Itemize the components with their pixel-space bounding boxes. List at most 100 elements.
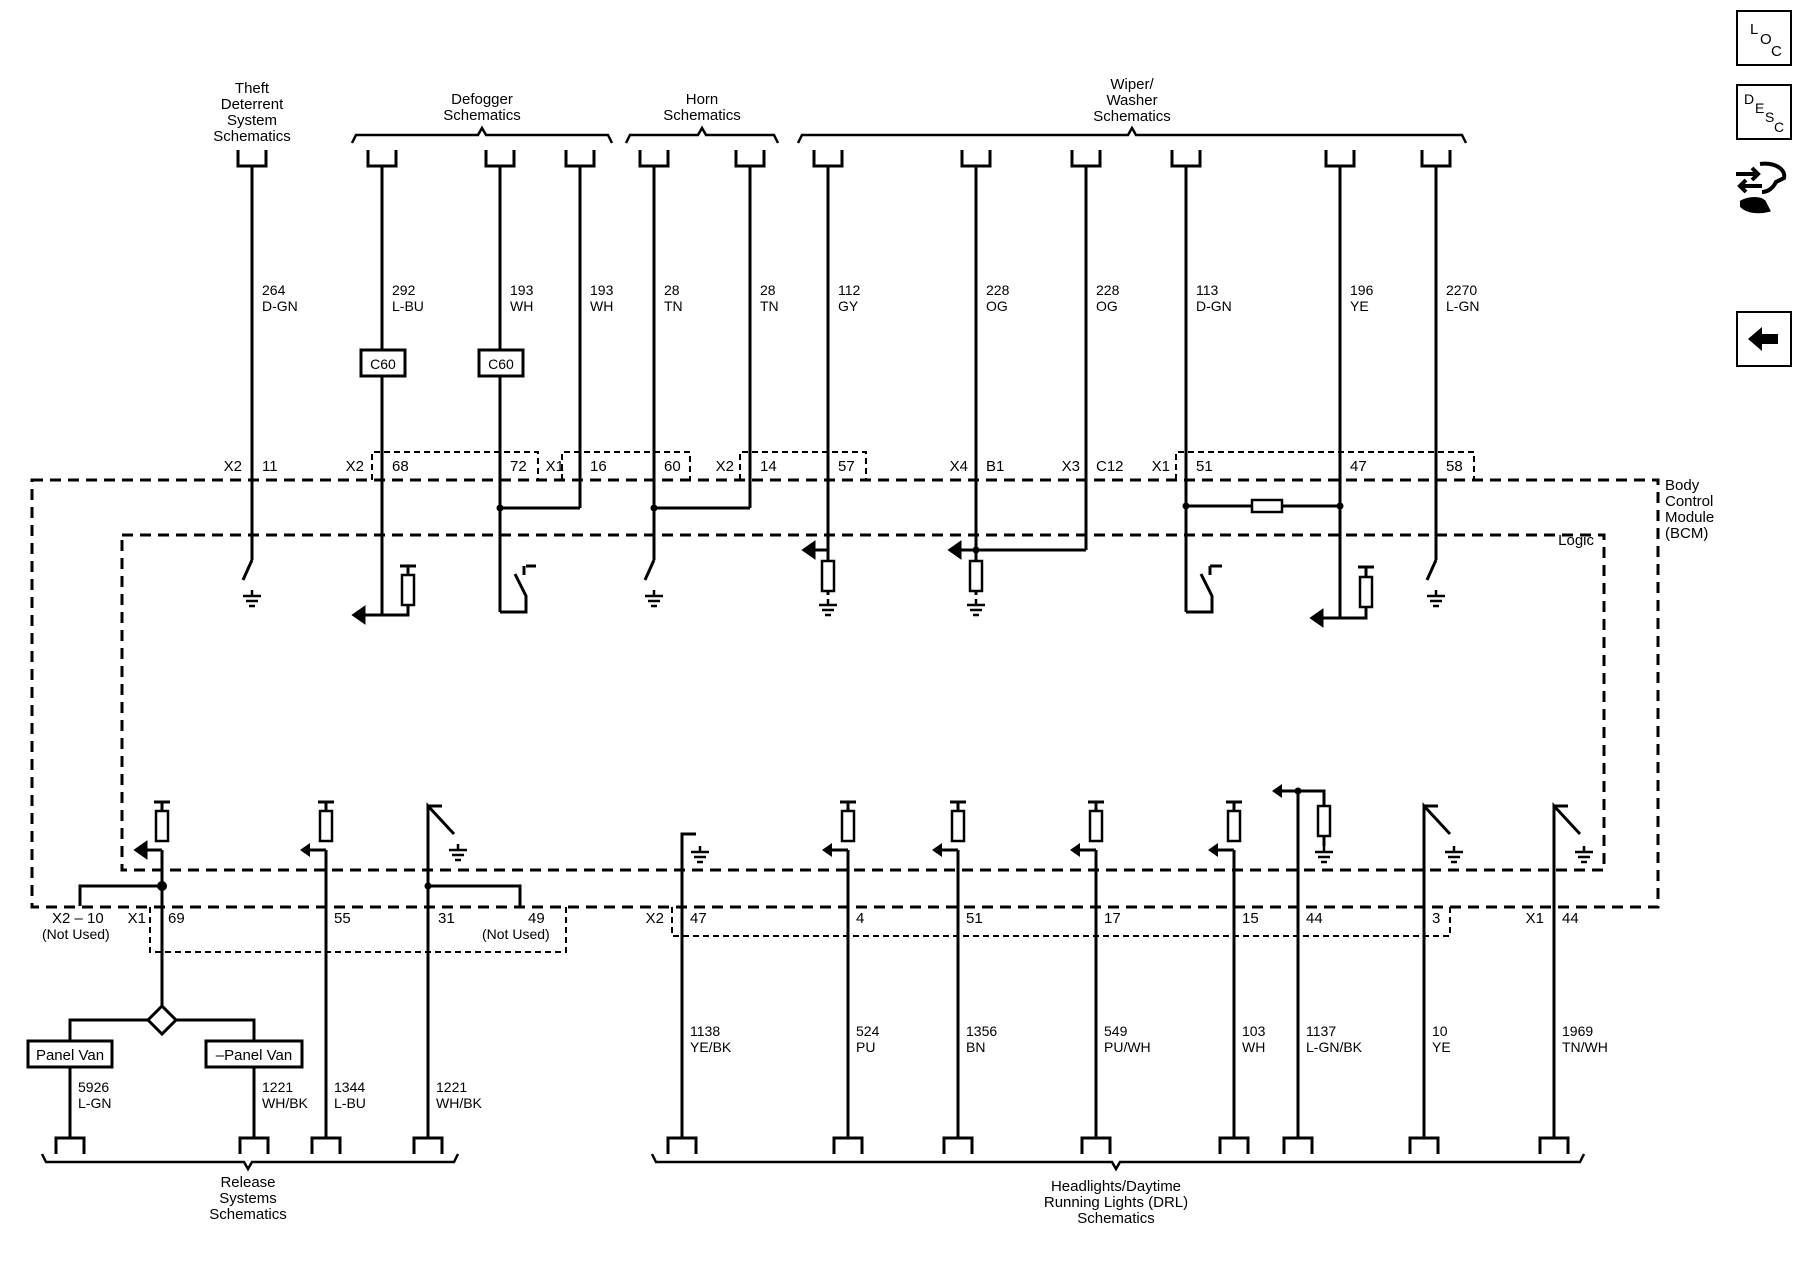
bottom-left-pins: X2 – 10 (Not Used) X1 69 55 31 49 (Not U… (42, 910, 550, 942)
wire-193-a: 193 WH C60 72 (477, 148, 534, 612)
internal-pullup-292 (351, 564, 416, 625)
connector-x2-bottom: X2 (646, 910, 664, 927)
svg-text:1344: 1344 (334, 1079, 365, 1095)
option-no-panel-van: –Panel Van (204, 1039, 304, 1069)
wire-bottom-69 (78, 800, 170, 1000)
back-arrow-icon (1748, 327, 1778, 351)
diagnostic-button[interactable] (1732, 158, 1792, 218)
wire-1221-b: 1221 WH/BK (412, 802, 522, 1156)
svg-text:193: 193 (510, 282, 534, 298)
svg-text:BN: BN (966, 1039, 985, 1055)
option-panel-van: Panel Van (26, 1039, 114, 1069)
svg-text:B1: B1 (986, 458, 1004, 475)
svg-text:Control: Control (1665, 493, 1713, 510)
connector-shell-x1-top (561, 451, 691, 480)
wire-103: 15 103 WH (1208, 800, 1266, 1156)
wire-28-a: 28 TN 60 (638, 148, 683, 560)
wire-1138: 47 1138 YE/BK (666, 832, 732, 1156)
wire-196: 196 YE 47 (1324, 148, 1374, 618)
svg-text:C60: C60 (370, 356, 396, 372)
bcm-label: Body Control Module (BCM) (1665, 477, 1714, 542)
svg-text:E: E (1755, 100, 1764, 116)
svg-text:System: System (227, 112, 277, 129)
wire-113: 113 D-GN X1 51 (1152, 148, 1232, 612)
option-splitter (68, 1000, 256, 1041)
svg-text:1138: 1138 (690, 1023, 720, 1039)
svg-text:X1: X1 (1152, 458, 1170, 475)
internal-pulldown-228 (947, 540, 987, 617)
horn-brace (624, 125, 780, 144)
svg-text:Schematics: Schematics (1077, 1210, 1155, 1227)
svg-text:47: 47 (690, 910, 707, 927)
internal-switch-113 (1186, 564, 1222, 614)
internal-switch-264 (241, 559, 263, 608)
wire-112: 112 GY 57 (812, 148, 861, 595)
svg-text:11: 11 (262, 458, 278, 475)
connector-shell-x2-top-b (739, 451, 867, 480)
defogger-label: Defogger Schematics (443, 91, 521, 124)
internal-pulldown-112 (801, 540, 839, 617)
svg-text:TN: TN (664, 298, 683, 314)
svg-text:Washer: Washer (1106, 92, 1157, 109)
svg-text:193: 193 (590, 282, 614, 298)
wire-1344: 1344 L-BU (300, 800, 366, 1156)
defogger-brace (350, 125, 614, 144)
svg-text:10: 10 (1432, 1023, 1448, 1039)
svg-text:WH: WH (1242, 1039, 1265, 1055)
svg-text:60: 60 (664, 458, 681, 475)
svg-text:(Not Used): (Not Used) (42, 926, 110, 942)
svg-text:1221: 1221 (436, 1079, 467, 1095)
svg-text:Horn: Horn (686, 91, 719, 108)
svg-text:1356: 1356 (966, 1023, 997, 1039)
wire-549: 17 549 PU/WH (1070, 800, 1151, 1156)
horn-label: Horn Schematics (663, 91, 741, 124)
svg-text:D-GN: D-GN (1196, 298, 1232, 314)
headlights-drl-label: Headlights/Daytime Running Lights (DRL) … (1044, 1178, 1188, 1227)
svg-text:S: S (1765, 109, 1774, 125)
svg-text:112: 112 (838, 282, 861, 298)
svg-text:C60: C60 (488, 356, 514, 372)
svg-text:YE: YE (1432, 1039, 1451, 1055)
connector-shell-x1-top-b (1175, 451, 1475, 480)
svg-text:44: 44 (1306, 910, 1323, 927)
svg-text:Defogger: Defogger (451, 91, 513, 108)
svg-text:X4: X4 (950, 458, 968, 475)
svg-text:X2: X2 (716, 458, 734, 475)
svg-text:GY: GY (838, 298, 859, 314)
svg-text:Systems: Systems (219, 1190, 277, 1207)
svg-text:68: 68 (392, 458, 409, 475)
svg-text:1221: 1221 (262, 1079, 293, 1095)
svg-text:(Not Used): (Not Used) (482, 926, 550, 942)
description-button[interactable]: D E S C (1736, 84, 1792, 140)
wire-10: 3 10 YE (1408, 802, 1465, 1156)
headlights-brace (650, 1153, 1586, 1172)
connector-shell-x2-bottom (671, 907, 1451, 937)
wire-1356: 51 1356 BN (932, 800, 997, 1156)
svg-text:5926: 5926 (78, 1079, 109, 1095)
wire-1221-a: 1221 WH/BK (238, 1067, 309, 1156)
svg-text:2270: 2270 (1446, 282, 1477, 298)
svg-text:549: 549 (1104, 1023, 1128, 1039)
wire-228-a: 228 OG X4 B1 (950, 148, 1010, 595)
svg-text:L-GN/BK: L-GN/BK (1306, 1039, 1363, 1055)
svg-text:55: 55 (334, 910, 351, 927)
svg-text:58: 58 (1446, 458, 1463, 475)
svg-text:16: 16 (590, 458, 607, 475)
svg-text:O: O (1760, 31, 1772, 48)
internal-switch-2270 (1425, 559, 1447, 608)
svg-text:Deterrent: Deterrent (221, 96, 284, 113)
svg-text:228: 228 (1096, 282, 1120, 298)
svg-text:Release: Release (220, 1174, 275, 1191)
svg-text:44: 44 (1562, 910, 1579, 927)
svg-text:3: 3 (1432, 910, 1440, 927)
location-button[interactable]: L O C (1736, 10, 1792, 66)
svg-text:L-GN: L-GN (78, 1095, 111, 1111)
svg-text:Theft: Theft (235, 80, 270, 97)
svg-text:228: 228 (986, 282, 1010, 298)
svg-text:47: 47 (1350, 458, 1367, 475)
svg-text:1969: 1969 (1562, 1023, 1593, 1039)
svg-text:72: 72 (510, 458, 527, 475)
wire-1137: 44 1137 L-GN/BK (1272, 784, 1363, 1156)
back-button[interactable] (1736, 311, 1792, 367)
